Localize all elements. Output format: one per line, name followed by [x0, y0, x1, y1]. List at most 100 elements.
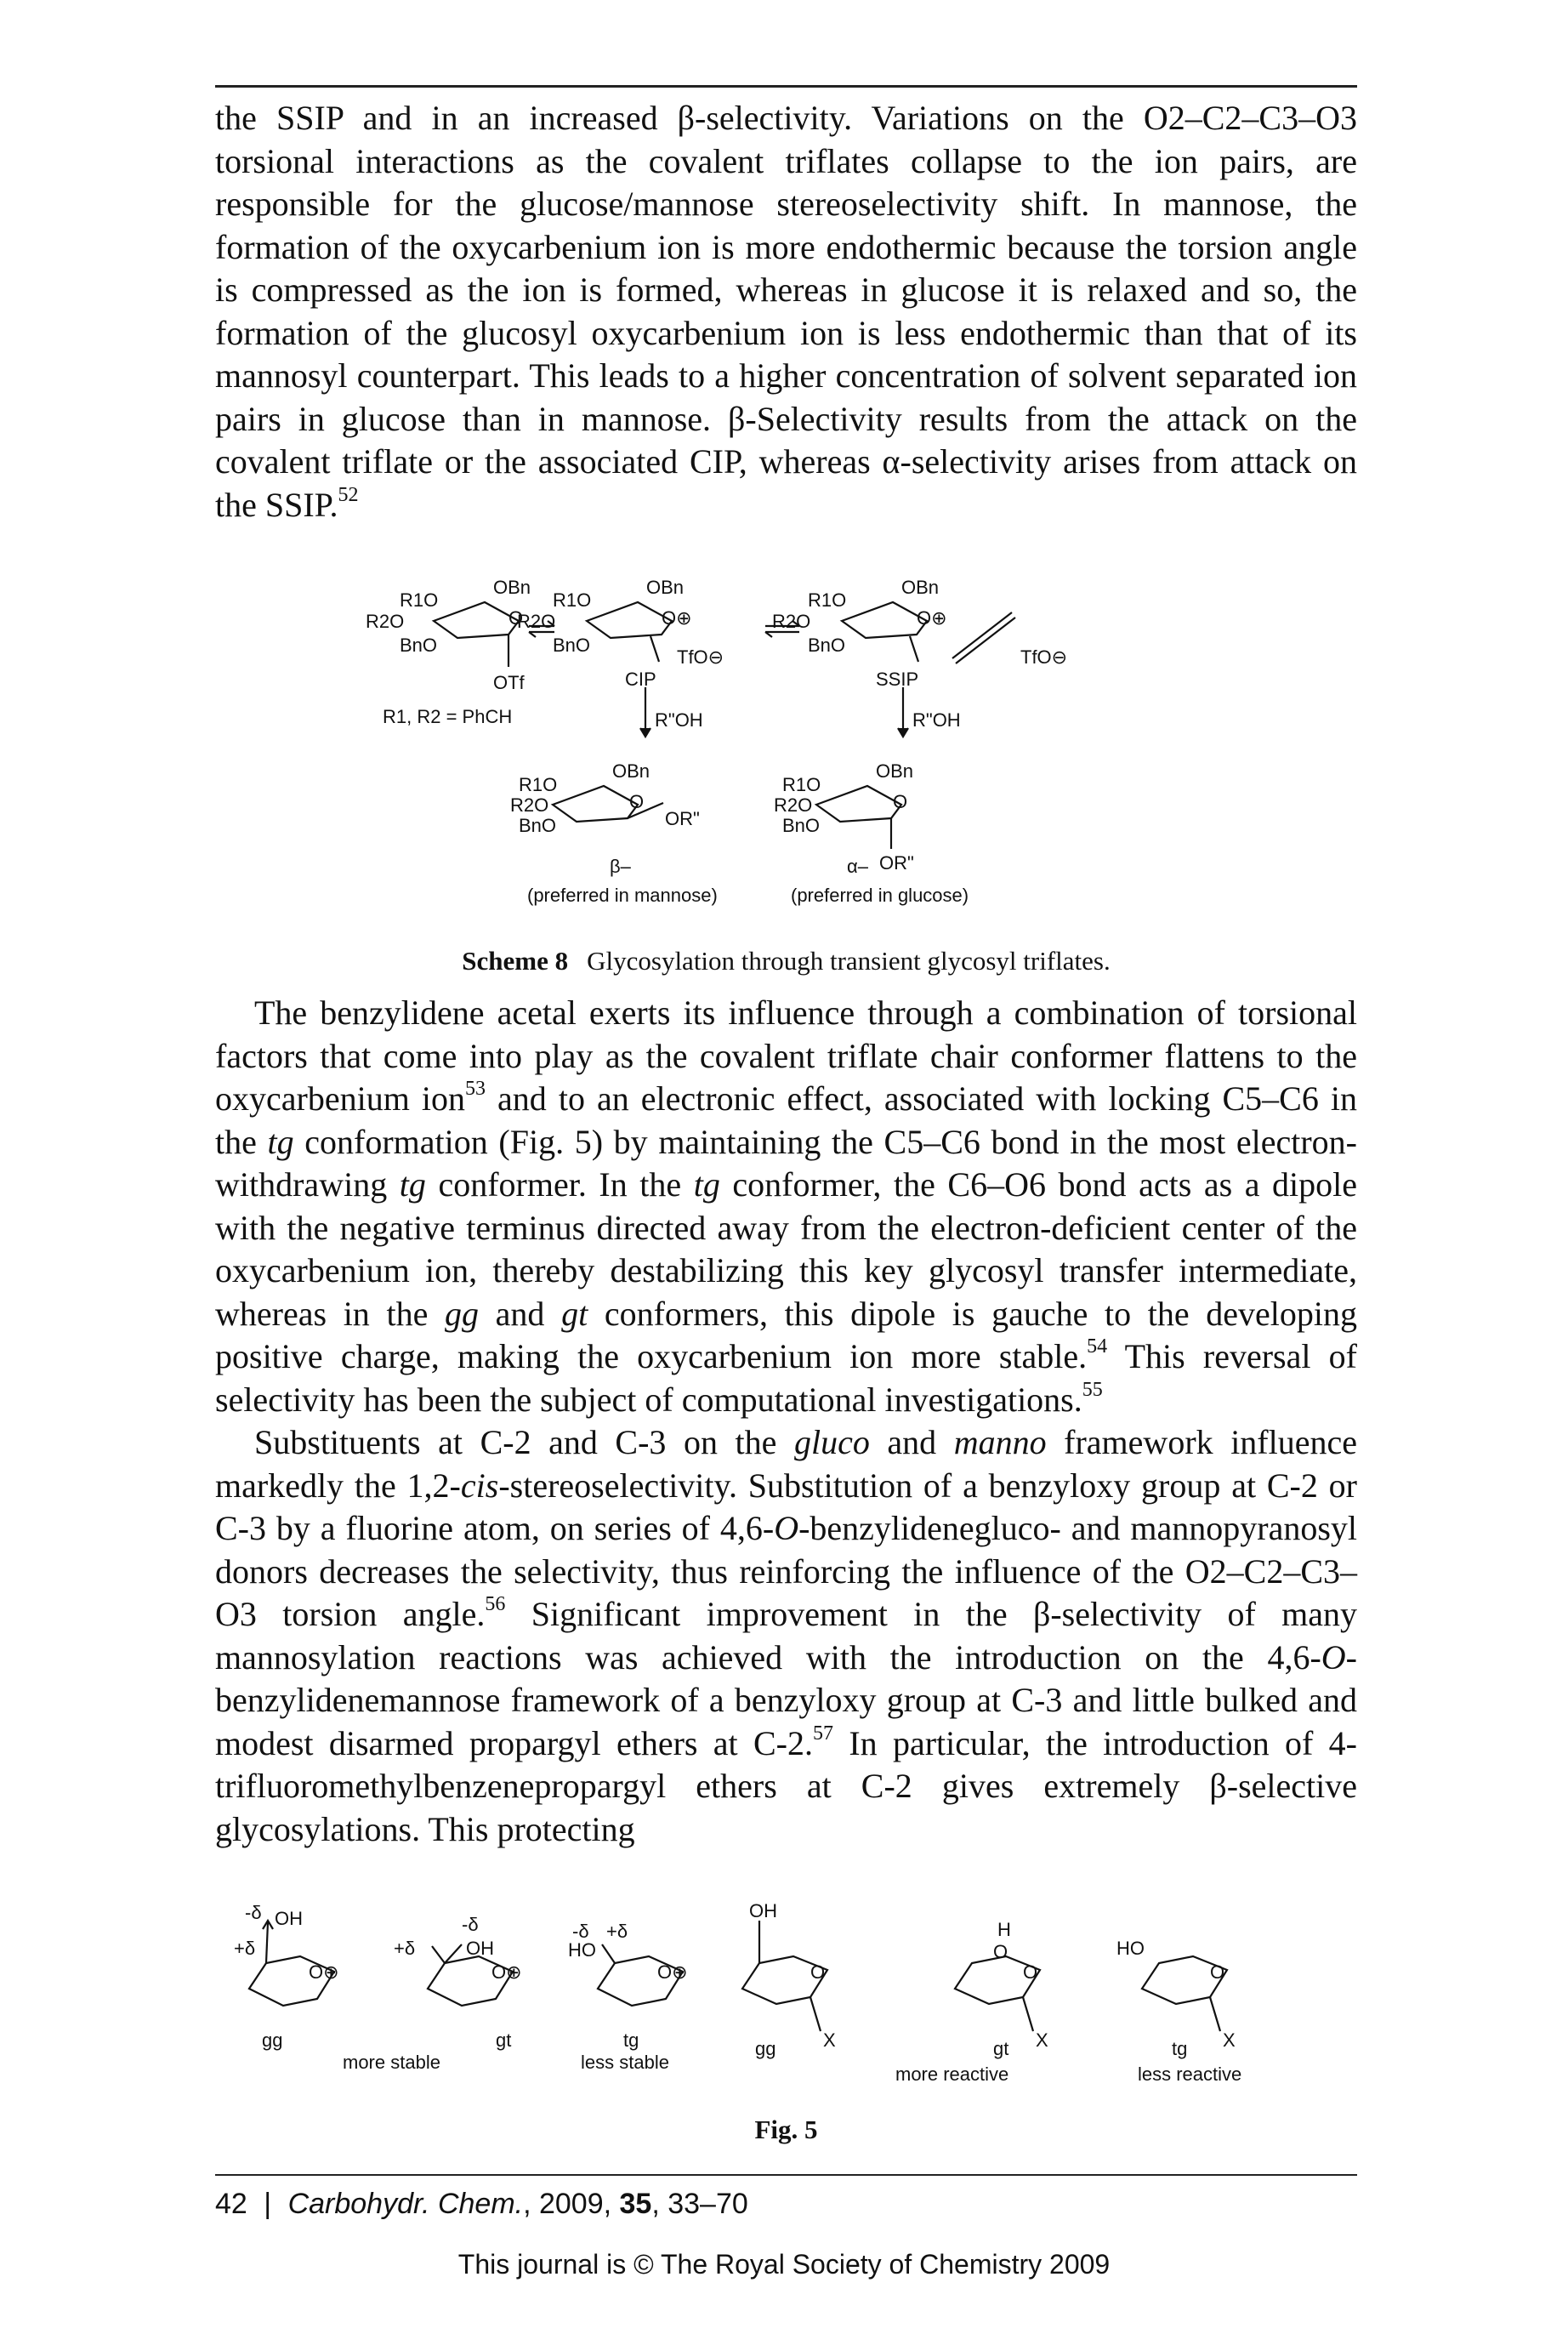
- italic-cis: cis: [460, 1466, 499, 1505]
- or-label-beta: OR": [665, 808, 700, 829]
- fig5-delta-plus-3: +δ: [606, 1921, 628, 1942]
- paragraph-1: the SSIP and in an increased β-selectivi…: [215, 97, 1357, 527]
- r1o-label-2: R1O: [553, 589, 591, 611]
- r2o-label-alpha: R2O: [774, 794, 812, 816]
- beta-note: (preferred in mannose): [527, 885, 718, 906]
- otf-label: OTf: [493, 672, 526, 693]
- footer-journal: Carbohydr. Chem.: [287, 2188, 524, 2220]
- or-label-alpha: OR": [879, 852, 914, 874]
- r1o-label-beta: R1O: [519, 774, 557, 795]
- fig5-less-reactive: less reactive: [1138, 2064, 1241, 2085]
- paragraph-3-text-6: Significant improvement in the β-selecti…: [215, 1595, 1358, 1676]
- ref-57: 57: [813, 1722, 833, 1745]
- footer-volume: 35: [619, 2188, 652, 2220]
- footer-page-number: 42: [215, 2188, 247, 2220]
- paragraph-3-text-2: and: [869, 1423, 954, 1461]
- paragraph-3-text-4: -stereoselectivity. Substitution of a be…: [215, 1466, 1357, 1548]
- fig5-oplus-2: O⊕: [491, 1961, 522, 1983]
- paragraph-3-text-8: In particular, the introduction of 4-tri…: [215, 1723, 1357, 1848]
- fig5-oh-4: OH: [749, 1904, 777, 1921]
- pyranose-ring-2: [584, 601, 673, 640]
- scheme-8-caption-text: Glycosylation through transient glycosyl…: [587, 946, 1111, 976]
- r1o-label-alpha: R1O: [782, 774, 821, 795]
- paragraph-2-text-8: This reversal of selectivity has been th…: [215, 1337, 1357, 1419]
- fig5-o-6: O: [1210, 1961, 1224, 1983]
- r2o-label-3: R2O: [772, 611, 810, 632]
- paragraph-2: The benzylidene acetal exerts its influe…: [215, 992, 1357, 1851]
- fig5-o-5a: O: [993, 1941, 1008, 1962]
- oplus-label-3: O⊕: [917, 607, 947, 629]
- italic-o-2: O: [1321, 1637, 1346, 1676]
- beta-label: β–: [610, 856, 632, 877]
- fig5-oplus-1: O⊕: [309, 1961, 339, 1983]
- footer-year: , 2009,: [523, 2188, 620, 2220]
- r2o-label-beta: R2O: [510, 794, 548, 816]
- tfo-label-ssip: TfO⊖: [1020, 646, 1067, 668]
- bottom-rule: [215, 2174, 1357, 2176]
- fig5-oh-1: OH: [275, 1908, 303, 1929]
- fig5-more-stable: more stable: [343, 2052, 440, 2073]
- footer-citation: 42 | Carbohydr. Chem., 2009, 35, 33–70: [215, 2188, 748, 2220]
- paragraph-3-text-3: framework influence markedly the 1,2-: [215, 1423, 1357, 1505]
- fig-5-caption: Fig. 5: [754, 2115, 818, 2144]
- scheme-8-label: Scheme 8: [462, 946, 569, 976]
- paragraph-3-text-5: -benzylidenegluco- and mannopyranosyl do…: [215, 1509, 1357, 1633]
- r-definition-label: R1, R2 = PhCH: [383, 706, 512, 727]
- obn-label-3: OBn: [901, 577, 939, 598]
- obn-label-1: OBn: [493, 577, 531, 598]
- pyranose-ring-beta: [550, 784, 639, 823]
- paragraph-1-text: the SSIP and in an increased β-selectivi…: [215, 99, 1357, 524]
- alpha-label: α–: [847, 856, 869, 877]
- fig5-less-stable: less stable: [581, 2052, 669, 2073]
- bno-label-alpha: BnO: [782, 815, 820, 836]
- oplus-label-2: O⊕: [662, 607, 692, 629]
- italic-gg: gg: [444, 1294, 479, 1333]
- o-label-beta: O: [629, 791, 644, 812]
- footer-pages: , 33–70: [651, 2188, 748, 2220]
- fig5-x-4: X: [823, 2029, 836, 2051]
- fig5-gt-label-1: gt: [496, 2029, 511, 2051]
- ref-52: 52: [338, 483, 359, 506]
- obn-label-2: OBn: [646, 577, 684, 598]
- r1o-label-3: R1O: [808, 589, 846, 611]
- alpha-note: (preferred in glucose): [791, 885, 969, 906]
- o-label-alpha: O: [893, 791, 907, 812]
- fig5-gt-label-2: gt: [993, 2038, 1008, 2059]
- paragraph-2-text-5: conformer, the C6–O6 bond acts as a dipo…: [215, 1165, 1358, 1333]
- r1o-label-1: R1O: [400, 589, 438, 611]
- fig5-gg-label-1: gg: [262, 2029, 282, 2051]
- paragraph-2-text-7: conformers, this dipole is gauche to the…: [215, 1294, 1358, 1376]
- fig5-ho-6: HO: [1116, 1938, 1145, 1959]
- fig5-ho-3: HO: [568, 1939, 596, 1961]
- bno-label-2: BnO: [553, 635, 590, 656]
- pyranose-ring-alpha: [814, 784, 903, 823]
- italic-o-1: O: [774, 1509, 799, 1547]
- footer-copyright: This journal is © The Royal Society of C…: [457, 2249, 1111, 2280]
- fig5-delta-plus-1: +δ: [234, 1938, 255, 1959]
- fig5-tg-label-2: tg: [1172, 2038, 1187, 2059]
- bno-label-3: BnO: [808, 635, 845, 656]
- fig5-x-5: X: [1036, 2029, 1048, 2051]
- fig5-more-reactive: more reactive: [895, 2064, 1008, 2085]
- fig5-tg-label-1: tg: [623, 2029, 639, 2051]
- reagent-label-2: R"OH: [912, 709, 961, 731]
- paragraph-2-text-1: The benzylidene acetal exerts its influe…: [215, 993, 1357, 1118]
- obn-label-beta: OBn: [612, 760, 650, 782]
- r2o-label-2: R2O: [517, 611, 555, 632]
- cip-label: CIP: [625, 669, 656, 690]
- bno-label-1: BnO: [400, 635, 437, 656]
- fig5-delta-minus-2: -δ: [462, 1914, 479, 1935]
- pyranose-ring-3: [839, 601, 929, 640]
- italic-tg-2: tg: [399, 1165, 426, 1204]
- ref-53: 53: [464, 1078, 486, 1100]
- fig5-oplus-3: O⊕: [657, 1961, 688, 1983]
- ssip-label: SSIP: [876, 669, 918, 690]
- fig5-o-5: O: [1023, 1961, 1037, 1983]
- scheme-8-caption: Scheme 8 Glycosylation through transient …: [215, 946, 1357, 976]
- r2o-label-1: R2O: [366, 611, 404, 632]
- paragraph-2-text-6: and: [478, 1294, 562, 1333]
- italic-manno: manno: [953, 1423, 1047, 1461]
- italic-tg-1: tg: [267, 1122, 294, 1161]
- o-label-1: O: [508, 607, 523, 629]
- tfo-label-cip: TfO⊖: [677, 646, 724, 668]
